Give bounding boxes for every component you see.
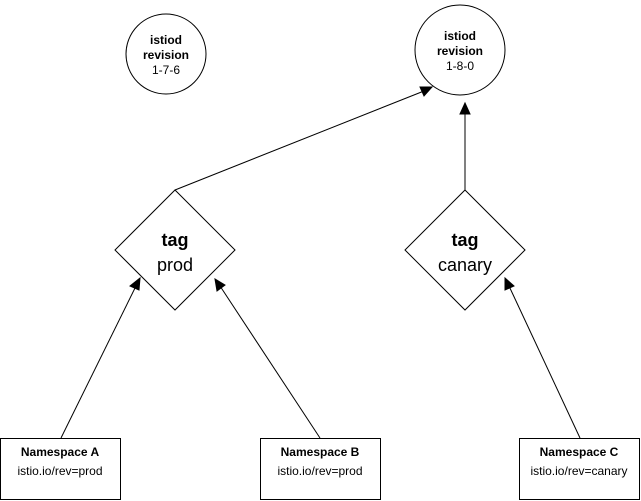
tag-node-name: canary bbox=[438, 255, 492, 275]
tag-node-prod: tag prod bbox=[114, 189, 236, 311]
namespace-node-label: istio.io/rev=prod bbox=[277, 464, 362, 478]
tag-node-name: prod bbox=[157, 255, 193, 275]
tag-node-keyword: tag bbox=[452, 230, 479, 250]
edge-namespace-c-to-tag-canary bbox=[504, 276, 581, 439]
namespace-node-name: Namespace A bbox=[21, 445, 100, 459]
edges bbox=[60, 86, 581, 439]
namespace-node-name: Namespace B bbox=[281, 445, 360, 459]
revision-node-title-line2: revision bbox=[143, 48, 189, 62]
tag-node-keyword: tag bbox=[162, 230, 189, 250]
revision-node-title-line1: istiod bbox=[150, 33, 182, 47]
edge-tag-prod-to-revision-1-8-0 bbox=[174, 86, 434, 191]
revision-node-1-7-6: istiod revision 1-7-6 bbox=[125, 13, 207, 95]
tag-node-canary: tag canary bbox=[404, 189, 526, 311]
revision-node-version: 1-8-0 bbox=[446, 59, 474, 73]
namespace-node-label: istio.io/rev=prod bbox=[17, 464, 102, 478]
namespace-node-label: istio.io/rev=canary bbox=[530, 464, 627, 478]
revision-node-title-line2: revision bbox=[437, 44, 483, 58]
revision-node-title-line1: istiod bbox=[444, 29, 476, 43]
namespace-node-a: Namespace A istio.io/rev=prod bbox=[0, 438, 121, 500]
revision-node-version: 1-7-6 bbox=[152, 63, 180, 77]
edge-namespace-b-to-tag-prod bbox=[214, 278, 321, 439]
edge-namespace-a-to-tag-prod bbox=[60, 276, 141, 439]
revision-node-1-8-0: istiod revision 1-8-0 bbox=[414, 4, 506, 96]
namespace-node-c: Namespace C istio.io/rev=canary bbox=[519, 438, 640, 500]
namespace-node-name: Namespace C bbox=[540, 445, 619, 459]
namespace-node-b: Namespace B istio.io/rev=prod bbox=[260, 438, 381, 500]
edge-tag-canary-to-revision-1-8-0 bbox=[459, 101, 471, 190]
